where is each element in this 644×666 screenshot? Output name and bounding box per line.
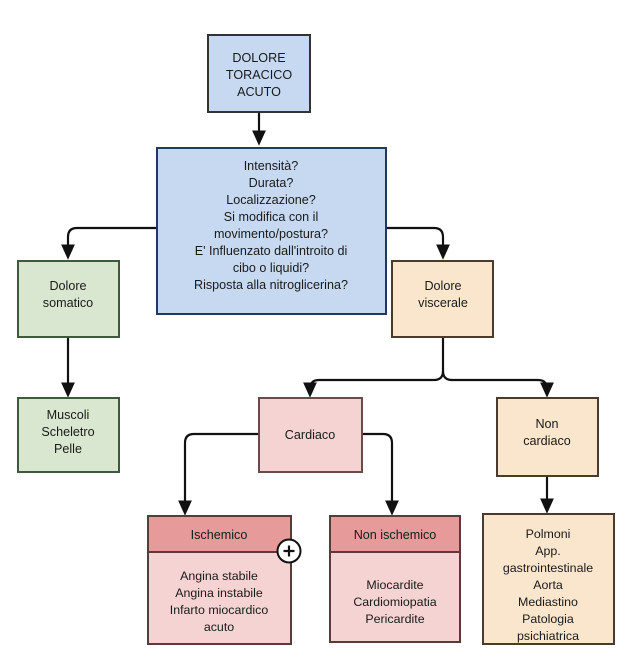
node-line: Infarto miocardico (170, 603, 269, 617)
node-line: Intensità? (244, 159, 299, 173)
node-non-cardiaco[interactable]: Non cardiaco (496, 397, 599, 477)
node-dolore-viscerale[interactable]: Dolore viscerale (391, 260, 494, 338)
node-line: gastrointestinale (503, 561, 593, 575)
node-line: Dolore (424, 279, 461, 293)
node-box (496, 397, 599, 477)
node-non-ischemico[interactable]: Non ischemico Miocardite Cardiomiopatia … (329, 515, 461, 643)
node-box (391, 260, 494, 338)
node-ischemico[interactable]: Ischemico Angina stabile Angina instabil… (147, 515, 292, 645)
node-line: movimento/postura? (214, 227, 328, 241)
node-box (156, 147, 387, 315)
node-body-box (329, 551, 461, 643)
node-line: Cardiaco (285, 428, 335, 442)
edge-viscerale-to-cardiaco (303, 370, 445, 398)
node-line: Muscoli (47, 408, 90, 422)
node-line: Cardiomiopatia (353, 595, 436, 609)
node-valutazione-clinica[interactable]: Intensità? Durata? Localizzazione? Si mo… (156, 147, 387, 315)
node-box (17, 397, 120, 473)
node-box (258, 397, 363, 473)
node-line: Pelle (54, 442, 82, 456)
node-line: Si modifica con il (224, 210, 319, 224)
node-line: DOLORE (232, 51, 285, 65)
node-line: Patologia (522, 612, 574, 626)
node-line: Pericardite (365, 612, 424, 626)
node-cardiaco[interactable]: Cardiaco (258, 397, 363, 473)
node-line: cardiaco (523, 434, 571, 448)
node-line: Polmoni (526, 527, 571, 541)
node-muscoli-scheletro-pelle[interactable]: Muscoli Scheletro Pelle (17, 397, 120, 473)
node-line: Scheletro (41, 425, 94, 439)
node-dolore-toracico-acuto[interactable]: DOLORE TORACICO ACUTO (207, 34, 311, 113)
node-line: E' Influenzato dall'introito di (195, 244, 348, 258)
edge-decision-to-somatico (61, 226, 157, 260)
edge-cardiaco-to-non-ischemico (362, 432, 399, 516)
expand-plus-icon[interactable] (276, 538, 302, 564)
node-box (17, 260, 120, 338)
edge-cardiaco-to-ischemico (178, 432, 259, 516)
node-line: Risposta alla nitroglicerina? (194, 278, 348, 292)
node-box (482, 513, 615, 645)
node-line: Miocardite (366, 578, 423, 592)
node-line: TORACICO (226, 68, 292, 82)
node-line: psichiatrica (517, 629, 579, 643)
edge-decision-to-viscerale (386, 226, 450, 260)
node-cause-non-cardiache[interactable]: Polmoni App. gastrointestinale Aorta Med… (482, 513, 615, 645)
node-line: acuto (204, 620, 234, 634)
plus-glyph (283, 545, 295, 557)
node-line: cibo o liquidi? (233, 261, 309, 275)
node-dolore-somatico[interactable]: Dolore somatico (17, 260, 120, 338)
node-header-label: Ischemico (191, 528, 248, 542)
node-line: Angina stabile (180, 569, 258, 583)
node-line: Localizzazione? (226, 193, 316, 207)
node-line: viscerale (418, 296, 468, 310)
node-line: ACUTO (237, 85, 281, 99)
node-line: Non (535, 417, 558, 431)
node-body-box (147, 551, 292, 645)
node-line: Mediastino (518, 595, 578, 609)
node-header-label: Non ischemico (354, 528, 437, 542)
node-line: App. (535, 544, 561, 558)
node-box (207, 34, 311, 113)
node-line: somatico (43, 296, 93, 310)
node-line: Durata? (249, 176, 294, 190)
node-line: Dolore (49, 279, 86, 293)
connector-layer (61, 112, 554, 516)
edge-viscerale-to-non-cardiaco (441, 370, 554, 398)
node-line: Angina instabile (175, 586, 263, 600)
node-line: Aorta (533, 578, 563, 592)
